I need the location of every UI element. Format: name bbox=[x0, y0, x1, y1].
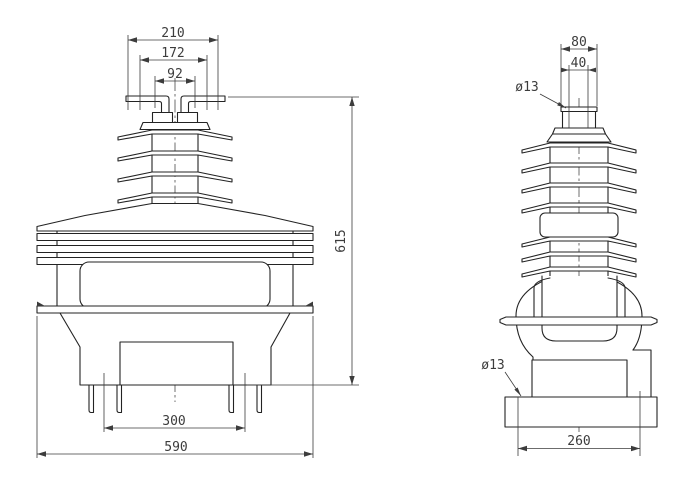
front-upper-neck bbox=[151, 128, 199, 206]
front-view: 210 172 92 615 300 5 bbox=[36, 26, 359, 458]
dim-80-arrows bbox=[561, 46, 597, 52]
side-core-walls bbox=[533, 277, 626, 318]
front-upper-sheds bbox=[117, 129, 233, 204]
side-base-plate bbox=[504, 396, 658, 428]
leader-top-text: ø13 bbox=[515, 80, 538, 95]
front-mounting-feet bbox=[88, 384, 263, 414]
front-insulator-cap bbox=[139, 121, 211, 131]
side-flange bbox=[499, 316, 658, 326]
dim-172-text: 172 bbox=[161, 46, 184, 61]
dim-base-hole-span: 260 bbox=[517, 391, 641, 456]
dim-mounting-foot-span: 300 bbox=[103, 373, 246, 432]
dim-210-lines bbox=[127, 35, 219, 110]
side-sheds bbox=[521, 142, 637, 278]
dim-172-lines bbox=[139, 55, 208, 110]
side-view: 80 40 ø13 ø13 260 bbox=[481, 35, 658, 456]
front-window-plate bbox=[79, 261, 271, 309]
front-ribs bbox=[36, 232, 314, 266]
side-lower-box bbox=[531, 359, 628, 398]
dim-92-text: 92 bbox=[167, 67, 183, 82]
leader-base-hole-dia: ø13 bbox=[481, 358, 522, 397]
dim-260-text: 260 bbox=[567, 434, 590, 449]
side-core-window bbox=[541, 275, 618, 342]
front-terminal-assembly bbox=[125, 95, 226, 124]
front-top-cone bbox=[36, 202, 314, 232]
leader-terminal-hole-dia: ø13 bbox=[515, 80, 567, 109]
dim-80-text: 80 bbox=[571, 35, 587, 50]
dim-260-lines bbox=[517, 391, 641, 456]
dim-590-lines bbox=[36, 316, 314, 458]
side-terminal-assembly bbox=[546, 106, 612, 143]
leader-top-arrow bbox=[557, 102, 566, 108]
dim-base-flange-width: 590 bbox=[36, 316, 314, 458]
dim-300-text: 300 bbox=[162, 414, 185, 429]
side-step-bracket bbox=[632, 349, 652, 398]
dim-80-lines bbox=[560, 44, 598, 106]
dim-210-text: 210 bbox=[161, 26, 184, 41]
dim-terminal-hole-span: 40 bbox=[561, 56, 596, 73]
dim-92-arrows bbox=[155, 78, 195, 84]
dim-terminal-hole-span-inner: 92 bbox=[154, 67, 196, 108]
dim-300-lines bbox=[103, 373, 246, 432]
side-terminal-hole-lines bbox=[568, 65, 589, 128]
dim-210-arrows bbox=[128, 37, 218, 43]
dim-590-text: 590 bbox=[164, 440, 187, 455]
front-base-flange bbox=[36, 305, 314, 314]
side-sleeve bbox=[539, 212, 619, 238]
dim-overall-height: 615 bbox=[228, 96, 359, 386]
side-bell-outline bbox=[515, 276, 643, 361]
dim-40-arrows bbox=[561, 67, 596, 73]
dim-615-lines bbox=[228, 96, 359, 386]
front-terminal-box bbox=[119, 341, 234, 386]
dim-615-text: 615 bbox=[334, 229, 349, 252]
dim-terminal-hole-span-outer: 172 bbox=[139, 46, 208, 110]
dim-terminal-bar-width: 210 bbox=[127, 26, 219, 110]
leader-bottom-arrow bbox=[514, 387, 521, 396]
leader-bottom-text: ø13 bbox=[481, 358, 504, 373]
dim-40-text: 40 bbox=[571, 56, 587, 71]
dim-terminal-pad-width: 80 bbox=[560, 35, 598, 106]
